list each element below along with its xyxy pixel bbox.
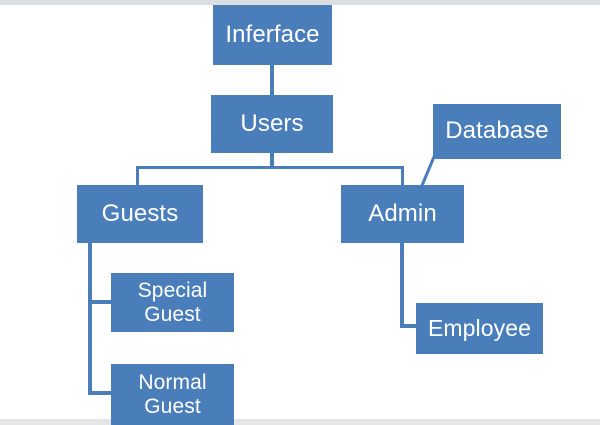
node-interface-label: Inferface: [225, 20, 320, 48]
node-database[interactable]: Database: [433, 104, 561, 159]
node-guests-label: Guests: [101, 199, 179, 227]
node-special-guest-label: Special Guest: [137, 278, 208, 326]
connector-users-stem: [270, 153, 274, 169]
connector-users-bus: [136, 166, 404, 169]
connector-interface-users: [270, 65, 274, 95]
node-admin-label: Admin: [368, 199, 437, 227]
node-users-label: Users: [240, 109, 304, 137]
node-special-guest[interactable]: Special Guest: [111, 273, 234, 332]
connector-guests-spine: [88, 243, 92, 395]
bottom-edge-band: [0, 419, 600, 425]
node-users[interactable]: Users: [211, 95, 333, 153]
node-guests[interactable]: Guests: [77, 185, 203, 243]
connector-guests-special: [88, 300, 114, 304]
connector-admin-spine: [400, 243, 404, 328]
node-interface[interactable]: Inferface: [213, 5, 332, 65]
node-employee[interactable]: Employee: [416, 303, 543, 354]
top-edge-band: [0, 0, 600, 5]
node-normal-guest[interactable]: Normal Guest: [111, 364, 234, 425]
node-admin[interactable]: Admin: [341, 185, 464, 243]
connector-bus-admin: [401, 166, 404, 186]
connector-bus-guests: [136, 166, 139, 186]
node-database-label: Database: [445, 117, 549, 145]
node-normal-guest-label: Normal Guest: [138, 370, 207, 418]
node-employee-label: Employee: [427, 314, 532, 341]
connector-admin-employee: [400, 324, 420, 328]
connector-guests-normal: [88, 391, 114, 395]
